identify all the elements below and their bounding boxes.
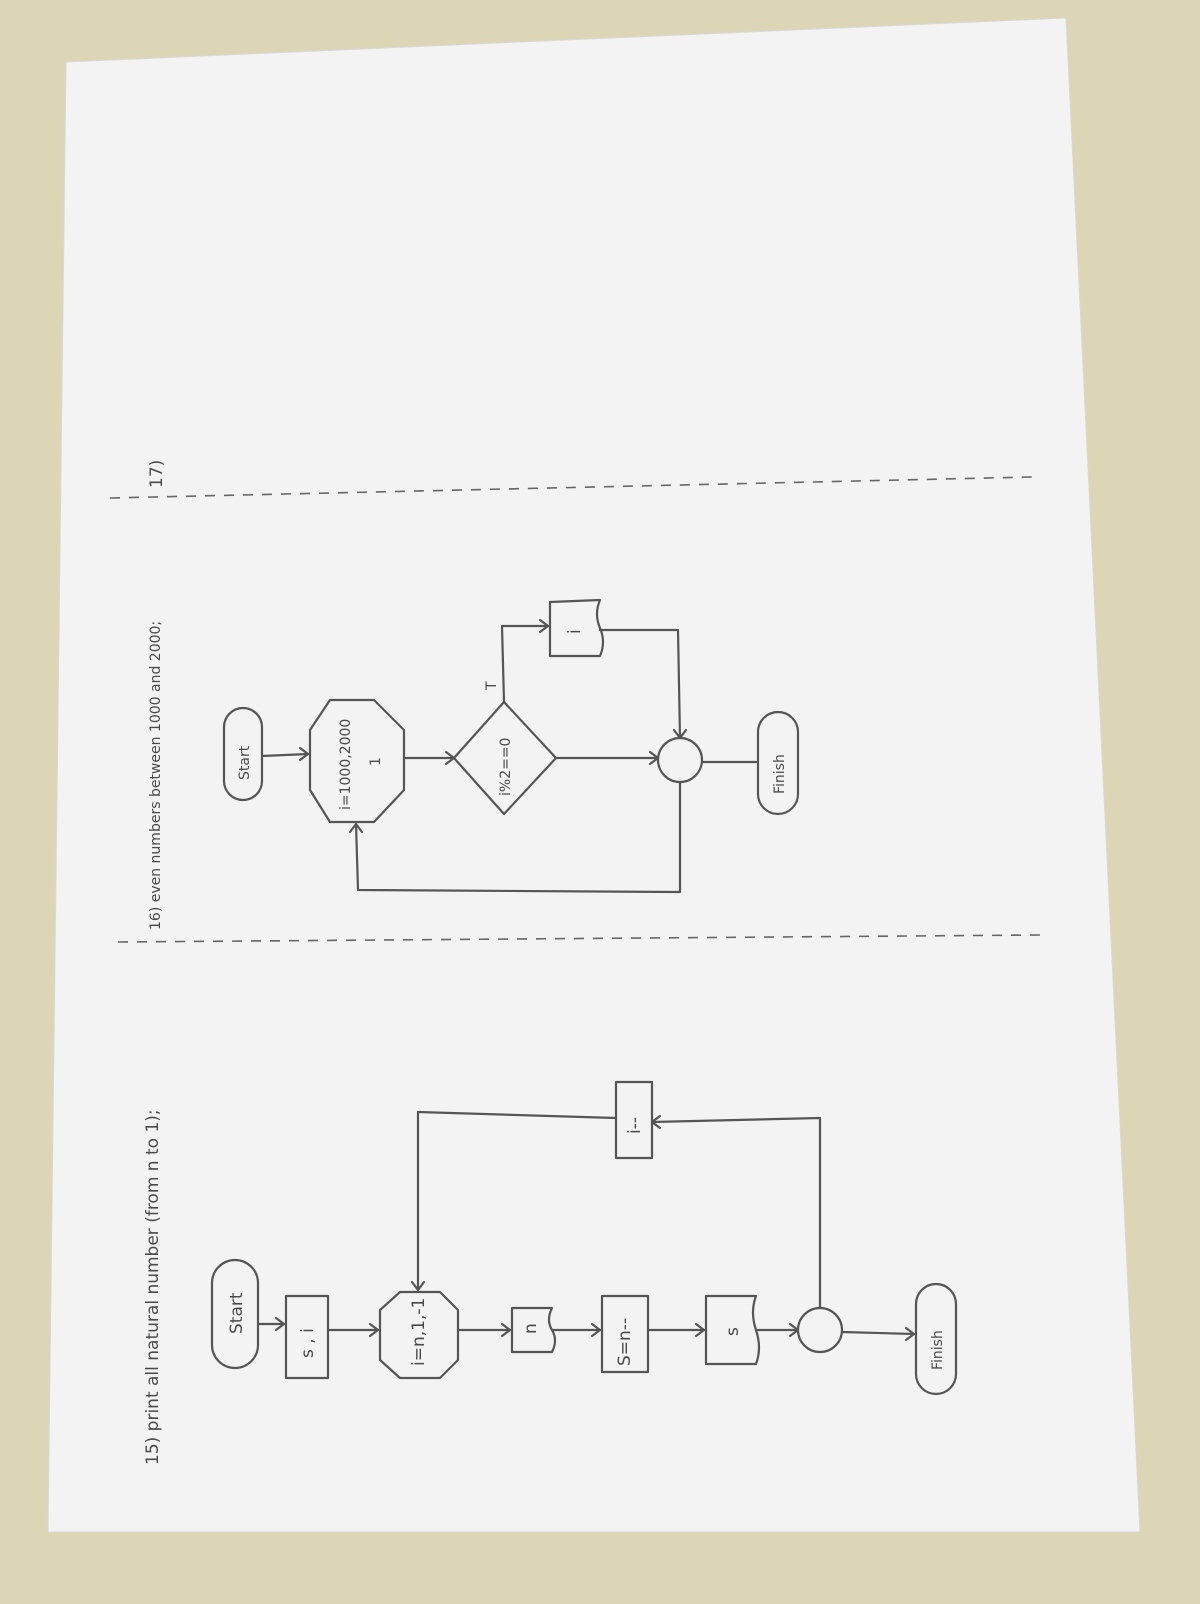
- output-i-label: i: [565, 629, 585, 634]
- decrement-label: i--: [625, 1117, 645, 1134]
- finish-terminal-16: [756, 710, 800, 816]
- arrowhead: [538, 618, 550, 634]
- loop-label-15: i=n,1,-1: [409, 1298, 429, 1366]
- separator-15-16: [117, 934, 1041, 943]
- arrowhead: [298, 746, 310, 762]
- heading-17-group: 17): [147, 460, 167, 488]
- assign-box: [600, 1294, 650, 1374]
- loopback-to-decrement: [650, 1116, 822, 1310]
- flowchart-16: Start i=1000,2000 1 i%2==0 T i Finish: [222, 598, 800, 894]
- arrow-start-loop-16: [260, 752, 310, 758]
- paper-sheet: [47, 17, 1141, 1533]
- loopback-16: [354, 780, 682, 894]
- output-i-shape: [548, 598, 605, 658]
- loop-hexagon-16: [308, 698, 406, 824]
- output-to-connector: [598, 628, 682, 740]
- assign-label: S=n--: [615, 1318, 635, 1366]
- heading-16: 16) even numbers between 1000 and 2000;: [148, 621, 164, 930]
- heading-15-group: 15) print all natural number (from n to …: [143, 1109, 163, 1465]
- output-s-shape: [704, 1294, 761, 1366]
- arrow-connector-finish: [840, 1330, 916, 1336]
- output-n-label: n: [521, 1323, 541, 1334]
- arrowhead: [500, 1322, 512, 1338]
- arrowhead: [904, 1326, 916, 1342]
- arrowhead: [410, 1280, 426, 1292]
- loop-label-16: i=1000,2000: [338, 719, 354, 810]
- start-label-15: Start: [227, 1292, 247, 1334]
- input-box-s-i: [284, 1294, 330, 1380]
- heading-16-group: 16) even numbers between 1000 and 2000;: [148, 621, 164, 930]
- start-terminal-16: [222, 706, 264, 802]
- output-s-label: s: [723, 1327, 743, 1336]
- separator-16-17: [109, 476, 1033, 499]
- arrowhead: [274, 1316, 286, 1332]
- finish-label-16: Finish: [772, 754, 788, 794]
- finish-terminal-15: [914, 1282, 958, 1396]
- decrement-box: [614, 1080, 654, 1160]
- loopback-to-loop: [416, 1110, 618, 1292]
- heading-15: 15) print all natural number (from n to …: [143, 1109, 163, 1465]
- true-label: T: [484, 681, 500, 691]
- start-label-16: Start: [237, 745, 253, 780]
- arrowhead: [368, 1322, 380, 1338]
- arrowhead: [694, 1322, 706, 1338]
- arrowhead: [348, 822, 364, 834]
- true-branch-line: [500, 624, 550, 704]
- loop-sublabel-16: 1: [368, 757, 384, 766]
- finish-label-15: Finish: [930, 1330, 946, 1370]
- start-terminal-15: [210, 1258, 260, 1370]
- flowchart-15: Start s , i i=n,1,-1 n S=n-- s: [210, 1080, 958, 1396]
- loop-hexagon-15: [378, 1290, 460, 1380]
- heading-17: 17): [147, 460, 167, 488]
- arrowhead: [590, 1322, 602, 1338]
- input-label-s-i: s , i: [298, 1328, 318, 1358]
- condition-label: i%2==0: [498, 738, 514, 796]
